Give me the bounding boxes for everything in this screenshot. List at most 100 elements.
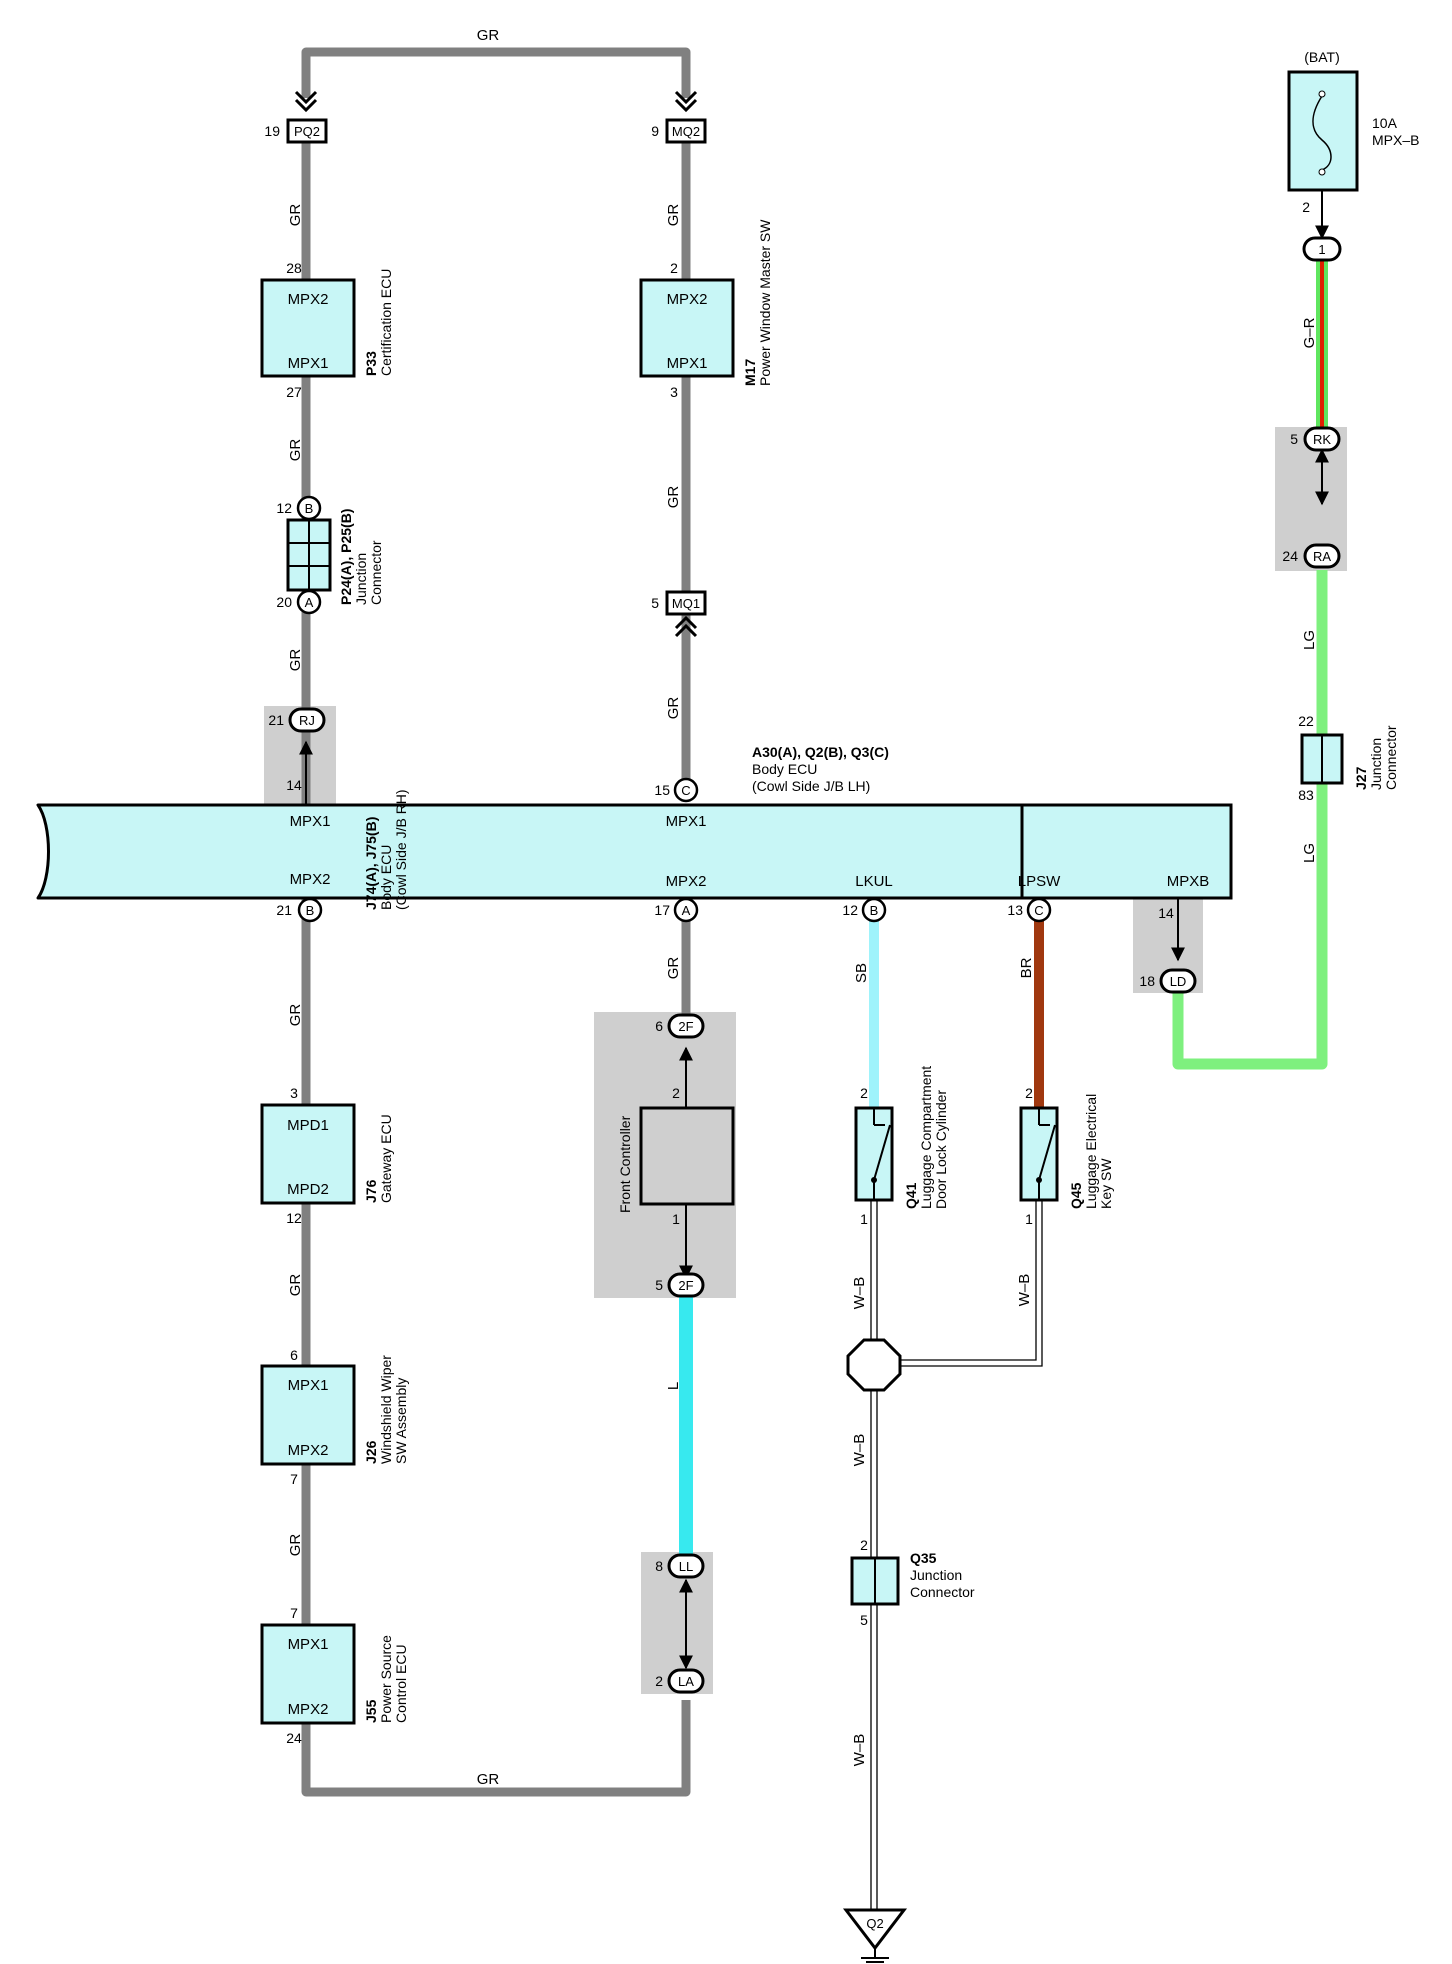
svg-text:Power Source: Power Source <box>378 1635 394 1723</box>
svg-text:3: 3 <box>290 1085 298 1101</box>
w-b-wires <box>870 1200 1043 1932</box>
svg-text:Certification ECU: Certification ECU <box>378 269 394 376</box>
svg-text:MPX1: MPX1 <box>667 355 708 372</box>
svg-text:BR: BR <box>1018 957 1035 978</box>
svg-text:12: 12 <box>842 902 858 918</box>
svg-text:MPX2: MPX2 <box>288 291 329 308</box>
switches <box>854 1106 1059 1202</box>
svg-text:28: 28 <box>286 260 302 276</box>
svg-text:12: 12 <box>286 1210 302 1226</box>
svg-text:2: 2 <box>670 260 678 276</box>
svg-text:3: 3 <box>670 384 678 400</box>
svg-text:J26: J26 <box>363 1440 379 1464</box>
connector-2f-top: 2F 6 <box>655 1013 705 1039</box>
svg-text:Junction: Junction <box>910 1567 962 1583</box>
svg-text:C: C <box>1034 903 1043 918</box>
component-inner-labels: MPX2 MPX1 MPX2 MPX1 MPD1 MPD2 MPX1 MPX2 … <box>287 291 1209 1718</box>
svg-text:Q35: Q35 <box>910 1550 937 1566</box>
svg-text:5: 5 <box>860 1612 868 1628</box>
svg-text:MPX1: MPX1 <box>290 813 331 830</box>
svg-text:Body ECU: Body ECU <box>752 761 817 777</box>
svg-text:L: L <box>665 1382 682 1390</box>
svg-text:2F: 2F <box>678 1019 693 1034</box>
svg-text:2: 2 <box>655 1673 663 1689</box>
svg-text:J74(A), J75(B): J74(A), J75(B) <box>363 817 379 910</box>
svg-text:LL: LL <box>679 1559 693 1574</box>
svg-text:Q2: Q2 <box>866 1916 883 1931</box>
a30-caption: A30(A), Q2(B), Q3(C) Body ECU (Cowl Side… <box>752 744 889 794</box>
svg-text:MPXB: MPXB <box>1167 873 1210 890</box>
svg-text:GR: GR <box>665 486 682 509</box>
svg-text:Gateway ECU: Gateway ECU <box>378 1114 394 1203</box>
svg-text:7: 7 <box>290 1605 298 1621</box>
svg-text:(BAT): (BAT) <box>1304 49 1340 65</box>
svg-text:12: 12 <box>276 500 292 516</box>
svg-text:MQ2: MQ2 <box>672 124 700 139</box>
svg-text:GR: GR <box>665 697 682 720</box>
svg-text:Connector: Connector <box>368 540 384 605</box>
svg-text:GR: GR <box>477 1771 500 1788</box>
svg-text:6: 6 <box>655 1018 663 1034</box>
svg-text:Q41: Q41 <box>903 1182 919 1209</box>
svg-text:GR: GR <box>665 204 682 227</box>
svg-text:J76: J76 <box>363 1179 379 1203</box>
svg-text:14: 14 <box>1158 905 1174 921</box>
svg-text:GR: GR <box>287 1534 304 1557</box>
svg-text:2: 2 <box>1025 1085 1033 1101</box>
svg-text:Body ECU: Body ECU <box>378 845 394 910</box>
svg-text:Luggage Electrical: Luggage Electrical <box>1083 1094 1099 1209</box>
connector-ll: LL 8 <box>655 1553 705 1579</box>
svg-text:W–B: W–B <box>851 1277 868 1310</box>
svg-text:2: 2 <box>860 1537 868 1553</box>
svg-text:1: 1 <box>860 1211 868 1227</box>
svg-text:A: A <box>305 595 314 610</box>
svg-text:10A: 10A <box>1372 115 1398 131</box>
svg-text:Front Controller: Front Controller <box>617 1115 633 1213</box>
svg-text:14: 14 <box>286 777 302 793</box>
svg-text:(Cowl Side J/B LH): (Cowl Side J/B LH) <box>752 778 870 794</box>
svg-text:J55: J55 <box>363 1699 379 1723</box>
svg-text:GR: GR <box>287 649 304 672</box>
svg-text:MPX2: MPX2 <box>667 291 708 308</box>
lg-wire <box>1172 570 1328 1070</box>
svg-text:B: B <box>305 501 314 516</box>
svg-text:MPD1: MPD1 <box>287 1117 329 1134</box>
pin-letter-circles: B 12 A 20 B 21 C 15 A 17 B 12 C 13 <box>276 495 1052 923</box>
svg-text:MPX2: MPX2 <box>288 1701 329 1718</box>
pin-numbers: 28 27 2 3 3 12 6 7 7 24 2 1 2 1 2 1 2 5 … <box>286 260 1314 1746</box>
svg-text:B: B <box>306 903 315 918</box>
svg-text:21: 21 <box>268 712 284 728</box>
svg-text:9: 9 <box>651 123 659 139</box>
svg-text:RA: RA <box>1313 549 1331 564</box>
svg-text:LG: LG <box>1301 630 1318 650</box>
svg-text:(Cowl Side J/B RH): (Cowl Side J/B RH) <box>393 789 409 910</box>
connector-la: LA 2 <box>655 1668 705 1694</box>
svg-text:PQ2: PQ2 <box>294 124 320 139</box>
svg-text:Connector: Connector <box>910 1584 975 1600</box>
svg-text:MPX1: MPX1 <box>288 1377 329 1394</box>
svg-text:Windshield Wiper: Windshield Wiper <box>378 1355 394 1464</box>
svg-text:G–R: G–R <box>1301 317 1318 348</box>
svg-text:8: 8 <box>655 1558 663 1574</box>
svg-text:MPX1: MPX1 <box>288 1636 329 1653</box>
connector-rk: RK 5 <box>1290 426 1341 452</box>
svg-text:Junction: Junction <box>353 553 369 605</box>
svg-text:19: 19 <box>264 123 280 139</box>
svg-text:Connector: Connector <box>1383 725 1399 790</box>
svg-text:Power Window Master SW: Power Window Master SW <box>757 219 773 386</box>
svg-text:MPD2: MPD2 <box>287 1181 329 1198</box>
ground-q2: Q2 <box>842 1908 908 1963</box>
svg-text:LD: LD <box>1170 974 1187 989</box>
svg-text:B: B <box>870 903 879 918</box>
front-controller-box <box>639 1046 735 1280</box>
svg-text:27: 27 <box>286 384 302 400</box>
svg-text:18: 18 <box>1139 973 1155 989</box>
junction-connector-p24 <box>286 518 332 592</box>
svg-text:W–B: W–B <box>851 1734 868 1767</box>
svg-text:Control ECU: Control ECU <box>393 1644 409 1723</box>
svg-text:RJ: RJ <box>299 713 315 728</box>
svg-text:Door Lock Cylinder: Door Lock Cylinder <box>933 1090 949 1209</box>
svg-text:15: 15 <box>654 782 670 798</box>
svg-text:22: 22 <box>1298 713 1314 729</box>
svg-text:SB: SB <box>853 963 870 983</box>
